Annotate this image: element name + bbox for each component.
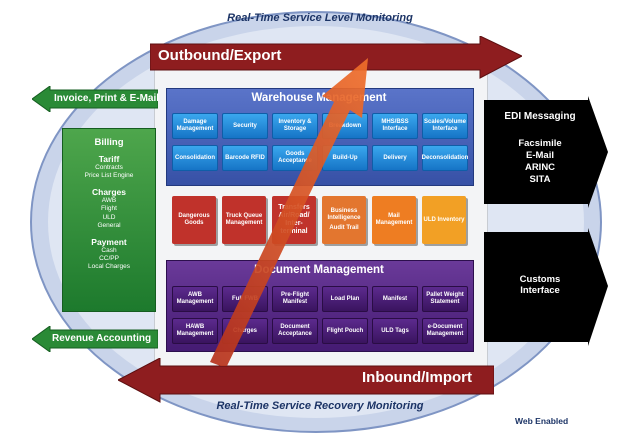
- module-sublabel: Audit Trail: [329, 224, 359, 231]
- billing-title: Billing: [94, 137, 124, 148]
- invoice-label: Invoice, Print & E-Mail: [54, 93, 160, 104]
- module-tile: Mail Management: [372, 196, 416, 244]
- inbound-label: Inbound/Import: [362, 369, 472, 386]
- warehouse-tile: Delivery: [372, 145, 418, 171]
- document-tile: AWB Management: [172, 286, 218, 312]
- charges-item: General: [97, 221, 121, 229]
- customs-arrow: [484, 228, 608, 346]
- edi-arrow: [484, 96, 608, 208]
- document-title: Document Management: [254, 264, 384, 276]
- payment-item: Local Charges: [88, 263, 130, 270]
- charges-heading: Charges: [91, 187, 126, 198]
- document-tile: Pre-Flight Manifest: [272, 286, 318, 312]
- warehouse-tile: Inventory & Storage: [272, 113, 318, 139]
- document-tile: Manifest: [372, 286, 418, 312]
- module-tile: ULD Inventory: [422, 196, 466, 244]
- module-tile: Dangerous Goods: [172, 196, 216, 244]
- warehouse-tile: Scales/Volume Interface: [422, 113, 468, 139]
- module-label: Mail Management: [375, 213, 413, 226]
- edi-item: SITA: [529, 173, 551, 185]
- customs-label: Customs Interface: [519, 274, 561, 297]
- bottom-arc-label: Real-Time Service Recovery Monitoring: [216, 400, 424, 412]
- tariff-item: Price List Engine: [84, 172, 134, 180]
- diagonal-arrow: [210, 58, 368, 366]
- edi-item: Facsimile: [518, 138, 562, 149]
- tariff-heading: Tariff: [98, 154, 120, 164]
- module-tile: Truck Queue Management: [222, 196, 266, 244]
- payment-item: Cash: [101, 246, 117, 254]
- invoice-arrow: [32, 86, 158, 112]
- document-tile: Load Plan: [322, 286, 368, 312]
- document-tile: HAWB Management: [172, 318, 218, 344]
- payment-item: CC/PP: [99, 254, 119, 262]
- charges-item: Flight: [101, 205, 117, 213]
- web-enabled-label: Web Enabled: [515, 416, 569, 426]
- charges-item: ULD: [102, 213, 116, 221]
- edi-title: EDI Messaging: [504, 111, 576, 122]
- module-label: ULD Inventory: [423, 216, 465, 223]
- top-arc-label: Real-Time Service Level Monitoring: [227, 12, 413, 24]
- warehouse-tile: MHS/BSS Interface: [372, 113, 418, 139]
- edi-list: Facsimile E-Mail ARINC SITA: [490, 138, 590, 186]
- revenue-label: Revenue Accounting: [52, 333, 152, 344]
- warehouse-tile: Barcode RFID: [222, 145, 268, 171]
- billing-panel: Billing Tariff Contracts Price List Engi…: [62, 128, 156, 312]
- warehouse-tile: Consolidation: [172, 145, 218, 171]
- document-tile: e-Document Management: [422, 318, 468, 344]
- module-label: Truck Queue Management: [225, 213, 263, 226]
- revenue-arrow: [32, 326, 158, 352]
- warehouse-tile: Deconsolidation: [422, 145, 468, 171]
- charges-item: AWB: [101, 197, 117, 205]
- payment-heading: Payment: [91, 236, 127, 247]
- edi-item: ARINC: [524, 161, 556, 173]
- document-tile: Flight Pouch: [322, 318, 368, 344]
- module-label: Dangerous Goods: [178, 213, 210, 226]
- document-tile: Pallet Weight Statement: [422, 286, 468, 312]
- outbound-arrow: [150, 36, 522, 79]
- warehouse-tile: Damage Management: [172, 113, 218, 139]
- document-tile: ULD Tags: [372, 318, 418, 344]
- inbound-arrow: [118, 358, 494, 403]
- outbound-label: Outbound/Export: [158, 47, 282, 64]
- document-tile: Document Acceptance: [272, 318, 318, 344]
- tariff-item: Contracts: [95, 164, 123, 171]
- module-label: Business Intelligence: [327, 208, 361, 222]
- warehouse-tile: Security: [222, 113, 268, 139]
- edi-item: E-Mail: [526, 149, 554, 161]
